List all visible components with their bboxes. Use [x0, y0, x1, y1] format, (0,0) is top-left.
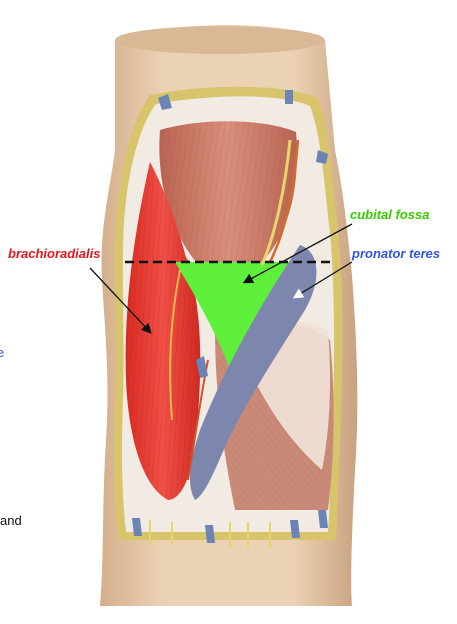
cubital-fossa-label: cubital fossa — [350, 207, 430, 222]
text-fragment-and: and — [0, 513, 22, 528]
cubital-fossa-arrow — [242, 223, 353, 284]
brachial-artery — [268, 139, 300, 263]
brachioradialis-label: brachioradialis — [8, 246, 101, 261]
blue-text-fragment: e — [0, 345, 5, 360]
vein-stubs — [132, 90, 328, 543]
pronator-teres-label: pronator teres — [352, 246, 441, 261]
cubital-fossa-region — [175, 262, 295, 375]
median-nerve — [260, 139, 292, 266]
pronator-teres-arrow — [292, 261, 353, 299]
arm-top-cut — [115, 26, 325, 54]
pronator-teres-muscle — [189, 245, 317, 500]
cutaneous-nerve-stubs — [149, 520, 271, 548]
brachioradialis-arrow — [89, 267, 152, 334]
radial-nerve — [169, 269, 181, 421]
